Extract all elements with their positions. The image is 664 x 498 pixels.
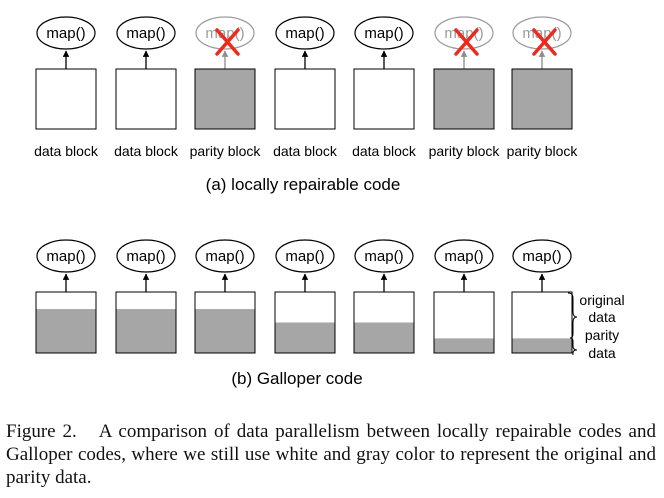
map-task-label: map() (364, 248, 403, 265)
figure-caption: Figure 2.A comparison of data parallelis… (6, 420, 656, 489)
map-task-label: map() (285, 25, 324, 42)
data-block (353, 68, 415, 130)
parity-fill (275, 322, 335, 353)
galloper-column: map() (35, 239, 97, 354)
map-task-label: map() (126, 25, 165, 42)
parity-fill (36, 309, 96, 353)
map-task-label: map() (522, 25, 561, 42)
map-task-label: map() (126, 248, 165, 265)
legend-original-line1: original (579, 292, 624, 308)
block-label: parity block (507, 143, 579, 159)
cross-icon (454, 28, 479, 56)
cross-icon (532, 28, 557, 56)
galloper-column: map() (511, 239, 573, 354)
cross-stroke (454, 28, 479, 56)
galloper-diagram: map() map() map() map() map() map() map() (35, 239, 573, 354)
map-task-ellipse (195, 16, 255, 50)
block-label: data block (34, 143, 99, 159)
parity-block (433, 68, 495, 130)
map-task-ellipse (512, 16, 572, 50)
map-task-label: map() (285, 248, 324, 265)
map-task-ellipse (354, 239, 414, 273)
cross-stroke (215, 28, 240, 56)
original-data-brace (567, 292, 578, 339)
map-task-ellipse (116, 16, 176, 50)
parity-block (194, 68, 256, 130)
map-task-ellipse (434, 16, 494, 50)
parity-fill (434, 338, 494, 353)
map-task-ellipse (195, 239, 255, 273)
map-task-label: map() (46, 248, 85, 265)
map-task-ellipse (512, 239, 572, 273)
block-label: data block (114, 143, 179, 159)
parity-fill (195, 309, 255, 353)
lrc-column: map() data block (34, 16, 99, 159)
map-task-label: map() (205, 25, 244, 42)
data-block (115, 68, 177, 130)
galloper-column: map() (274, 239, 336, 354)
lrc-column: map() parity block (429, 16, 501, 159)
legend-parity-line2: data (588, 345, 615, 361)
map-task-ellipse (36, 239, 96, 273)
galloper-column: map() (194, 239, 256, 354)
map-task-label: map() (205, 248, 244, 265)
map-task-ellipse (275, 16, 335, 50)
data-block (274, 68, 336, 130)
galloper-column: map() (353, 239, 415, 354)
galloper-column: map() (433, 239, 495, 354)
map-task-ellipse (275, 239, 335, 273)
map-task-label: map() (522, 248, 561, 265)
map-task-ellipse (36, 16, 96, 50)
legend-original-line2: data (588, 309, 615, 325)
cross-stroke (532, 28, 557, 56)
block-label: data block (273, 143, 338, 159)
parity-fill (354, 322, 414, 353)
map-task-ellipse (434, 239, 494, 273)
lrc-column: map() data block (273, 16, 338, 159)
lrc-column: map() parity block (507, 16, 579, 159)
caption-text: A comparison of data parallelism between… (6, 421, 656, 488)
block-label: parity block (429, 143, 501, 159)
parity-block (511, 68, 573, 130)
lrc-title: (a) locally repairable code (206, 175, 401, 194)
map-task-label: map() (46, 25, 85, 42)
map-task-label: map() (444, 248, 483, 265)
block-label: parity block (190, 143, 262, 159)
lrc-column: map() parity block (190, 16, 262, 159)
lrc-column: map() data block (114, 16, 179, 159)
block-label: data block (352, 143, 417, 159)
map-task-ellipse (354, 16, 414, 50)
lrc-diagram: map() data block map() data block map() parit… (34, 16, 579, 159)
map-task-label: map() (444, 25, 483, 42)
map-task-label: map() (364, 25, 403, 42)
cross-icon (215, 28, 240, 56)
lrc-column: map() data block (352, 16, 417, 159)
parity-fill (512, 338, 572, 353)
parity-fill (116, 309, 176, 353)
galloper-column: map() (115, 239, 177, 354)
galloper-title: (b) Galloper code (231, 369, 362, 388)
map-task-ellipse (116, 239, 176, 273)
legend-parity-line1: parity (585, 327, 619, 343)
parity-data-brace (569, 337, 578, 355)
galloper-legend: original data parity data (567, 292, 625, 361)
data-block (35, 68, 97, 130)
caption-label: Figure 2. (6, 421, 77, 442)
